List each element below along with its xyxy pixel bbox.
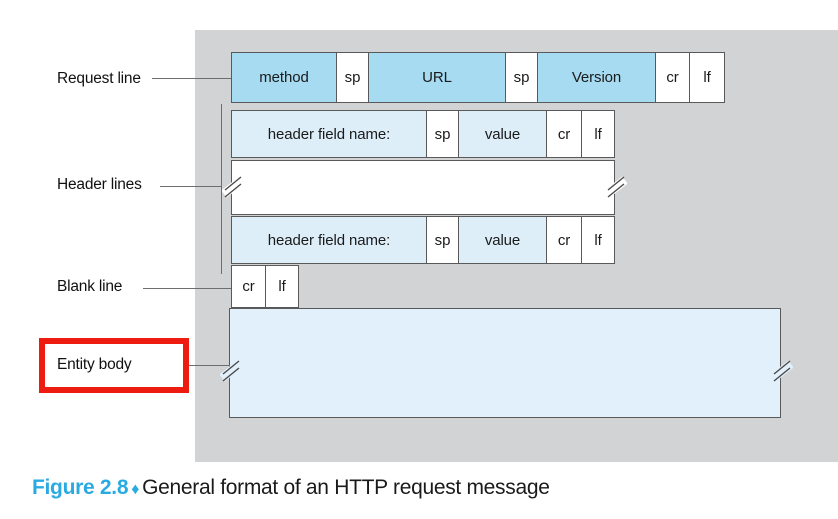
cell-header-lines-break <box>231 160 615 215</box>
cell-value-1: value <box>458 110 547 158</box>
cell-lf-blank-line: lf <box>265 265 299 308</box>
cell-method: method <box>231 52 337 103</box>
cell-url: URL <box>368 52 506 103</box>
label-blank-line: Blank line <box>57 278 123 295</box>
caption-text: General format of an HTTP request messag… <box>142 476 550 499</box>
leader-entity-body <box>168 365 230 366</box>
cell-header-field-name-1: header field name: <box>231 110 427 158</box>
cell-cr-header-2: cr <box>546 216 582 264</box>
cell-sp-2: sp <box>505 52 538 103</box>
leader-header-lines <box>160 186 221 187</box>
bracket-header-lines <box>221 104 222 274</box>
cell-sp-1: sp <box>336 52 369 103</box>
figure-number: Figure 2.8 <box>32 476 129 499</box>
leader-request-line <box>152 78 231 79</box>
label-entity-body: Entity body <box>57 356 132 373</box>
cell-lf-header-2: lf <box>581 216 615 264</box>
figure-caption: Figure 2.8♦General format of an HTTP req… <box>32 476 550 500</box>
cell-header-field-name-2: header field name: <box>231 216 427 264</box>
cell-lf-request-line: lf <box>689 52 725 103</box>
break-squiggle-body-right <box>771 358 793 384</box>
cell-cr-header-1: cr <box>546 110 582 158</box>
break-squiggle-body-left <box>220 358 242 384</box>
cell-cr-blank-line: cr <box>231 265 266 308</box>
break-squiggle-header-right <box>605 174 627 200</box>
cell-cr-request-line: cr <box>655 52 690 103</box>
label-request-line: Request line <box>57 70 141 87</box>
cell-lf-header-1: lf <box>581 110 615 158</box>
cell-sp-header-2: sp <box>426 216 459 264</box>
leader-blank-line <box>143 288 231 289</box>
caption-diamond-icon: ♦ <box>131 481 140 498</box>
label-header-lines: Header lines <box>57 176 142 193</box>
cell-version: Version <box>537 52 656 103</box>
cell-value-2: value <box>458 216 547 264</box>
cell-entity-body <box>229 308 781 418</box>
break-squiggle-header-left <box>222 174 244 200</box>
entity-body-highlight-box <box>39 338 189 393</box>
cell-sp-header-1: sp <box>426 110 459 158</box>
